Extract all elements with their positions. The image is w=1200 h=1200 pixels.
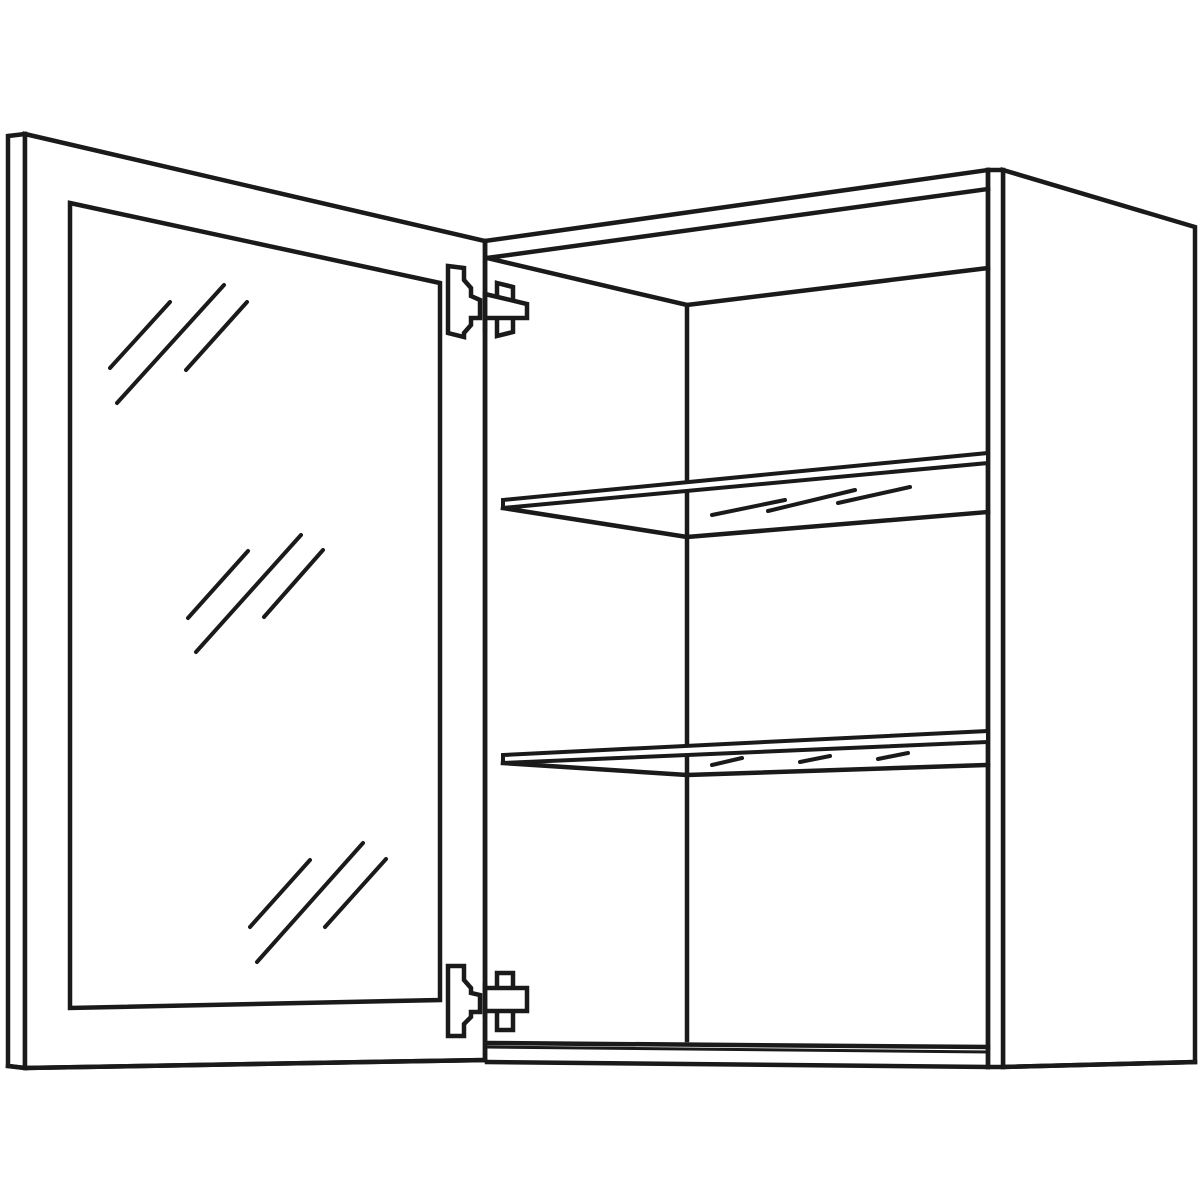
cabinet-interior: [0, 0, 991, 1070]
glass-glare-top: [108, 283, 249, 405]
hinge-top: [445, 263, 530, 340]
cabinet-base: [484, 1059, 1198, 1070]
door-bottom-edge: [5, 1057, 488, 1071]
hinge-bottom: [445, 963, 530, 1039]
glass-door: [5, 131, 488, 1071]
glass-pane: [67, 200, 443, 1011]
side-panel: [1000, 166, 1198, 1070]
shelf-lower-glare: [710, 751, 910, 767]
glass-glare-bottom: [248, 841, 388, 964]
shelf-upper-glare: [710, 485, 912, 517]
shelf-lower: [500, 728, 991, 778]
glass-glare-middle: [186, 533, 325, 654]
shelf-upper: [500, 450, 991, 540]
